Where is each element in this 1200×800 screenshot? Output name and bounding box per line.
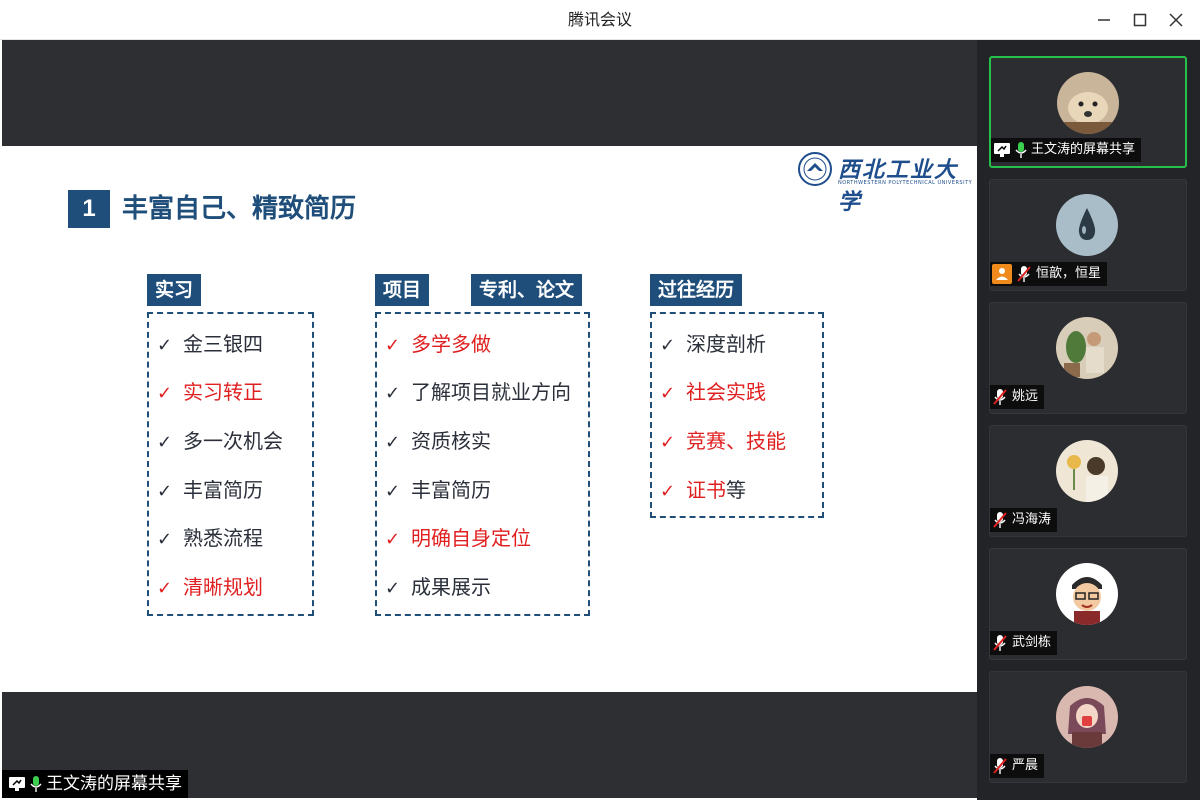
check-icon: ✓ [385,335,401,356]
list-item: ✓证书等 [660,476,746,506]
window-title: 腾讯会议 [567,10,632,29]
list-item: ✓明确自身定位 [385,524,531,554]
microphone-muted-icon [992,388,1008,406]
project-list-box: ✓多学多做 ✓了解项目就业方向 ✓资质核实 ✓丰富简历 ✓明确自身定位 ✓成果展… [375,312,590,616]
check-icon: ✓ [660,335,676,356]
list-item: ✓成果展示 [385,573,491,603]
list-item: ✓丰富简历 [157,476,263,506]
participant-name: 严晨 [1012,758,1039,773]
maximize-icon [1133,13,1147,27]
check-icon: ✓ [157,335,173,356]
list-item: ✓了解项目就业方向 [385,378,571,408]
check-icon: ✓ [385,481,401,502]
window-titlebar: 腾讯会议 [0,0,1200,40]
microphone-icon [30,775,42,793]
experience-list-box: ✓深度剖析 ✓社会实践 ✓竞赛、技能 ✓证书等 [650,312,824,518]
participant-namebar: 恒歆，恒星 [990,262,1108,286]
microphone-muted-icon [992,757,1008,775]
waterdrop-avatar [1056,194,1118,256]
check-icon: ✓ [660,481,676,502]
check-icon: ✓ [660,432,676,453]
participant-namebar: 冯海涛 [990,508,1058,532]
shared-screen-area[interactable]: 西北工业大学 NORTHWESTERN POLYTECHNICAL UNIVER… [2,40,977,798]
list-item: ✓社会实践 [660,378,766,408]
screen-share-icon [8,776,26,792]
list-item: ✓多学多做 [385,330,491,360]
check-icon: ✓ [157,383,173,404]
tag-internship: 实习 [147,274,202,306]
list-item: ✓竞赛、技能 [660,427,786,457]
participant-tile[interactable]: 严晨 [989,671,1187,783]
list-item: ✓深度剖析 [660,330,766,360]
internship-list-box: ✓金三银四 ✓实习转正 ✓多一次机会 ✓丰富简历 ✓熟悉流程 ✓清晰规划 [147,312,314,616]
list-item: ✓清晰规划 [157,573,263,603]
participant-tile[interactable]: 武剑栋 [989,548,1187,660]
check-icon: ✓ [385,432,401,453]
participant-namebar: 王文涛的屏幕共享 [991,138,1142,162]
maximize-button[interactable] [1128,8,1152,32]
logo-chinese-text: 西北工业大学 [838,157,959,215]
list-item: ✓实习转正 [157,378,263,408]
section-number: 1 [68,190,110,228]
list-item: ✓丰富简历 [385,476,491,506]
participant-name: 姚远 [1012,389,1039,404]
check-icon: ✓ [157,529,173,550]
dog-avatar [1057,72,1119,134]
cartoon-man-avatar [1056,563,1118,625]
participants-panel: 王文涛的屏幕共享 恒歆，恒星 姚远 [977,40,1200,800]
logo-english-text: NORTHWESTERN POLYTECHNICAL UNIVERSITY [838,180,973,186]
screen-share-name: 王文涛的屏幕共享 [46,774,182,794]
check-icon: ✓ [385,383,401,404]
participant-name: 冯海涛 [1012,512,1052,527]
close-button[interactable] [1164,8,1188,32]
tag-patent-paper: 专利、论文 [471,274,583,306]
anime-girl-avatar [1056,686,1118,748]
check-icon: ✓ [385,578,401,599]
university-seal-icon [798,152,832,186]
check-icon: ✓ [157,481,173,502]
close-icon [1169,13,1183,27]
microphone-muted-icon [992,634,1008,652]
minimize-button[interactable] [1092,8,1116,32]
microphone-icon [1015,141,1027,159]
tag-past-experience: 过往经历 [650,274,743,306]
participant-name: 王文涛的屏幕共享 [1031,142,1136,157]
minimize-icon [1098,19,1110,21]
microphone-muted-icon [992,511,1008,529]
check-icon: ✓ [385,529,401,550]
participant-name: 武剑栋 [1012,635,1052,650]
person-plant-avatar [1056,317,1118,379]
check-icon: ✓ [157,578,173,599]
participant-tile[interactable]: 冯海涛 [989,425,1187,537]
section-title: 丰富自己、精致简历 [122,194,357,224]
participant-tile[interactable]: 姚远 [989,302,1187,414]
screen-share-label: 王文涛的屏幕共享 [2,770,188,798]
tag-project: 项目 [375,274,430,306]
list-item: ✓多一次机会 [157,427,283,457]
participant-namebar: 武剑栋 [990,631,1058,655]
screen-share-icon [993,142,1011,158]
check-icon: ✓ [660,383,676,404]
participant-namebar: 姚远 [990,385,1045,409]
participant-name: 恒歆，恒星 [1036,266,1102,281]
microphone-muted-icon [1016,265,1032,283]
host-user-icon [992,264,1012,284]
university-logo: 西北工业大学 NORTHWESTERN POLYTECHNICAL UNIVER… [798,152,972,215]
check-icon: ✓ [157,432,173,453]
participant-tile[interactable]: 王文涛的屏幕共享 [989,56,1187,168]
person-flower-avatar [1056,440,1118,502]
participant-namebar: 严晨 [990,754,1045,778]
presentation-slide: 西北工业大学 NORTHWESTERN POLYTECHNICAL UNIVER… [2,146,977,692]
list-item: ✓熟悉流程 [157,524,263,554]
participant-tile[interactable]: 恒歆，恒星 [989,179,1187,291]
list-item: ✓资质核实 [385,427,491,457]
list-item: ✓金三银四 [157,330,263,360]
